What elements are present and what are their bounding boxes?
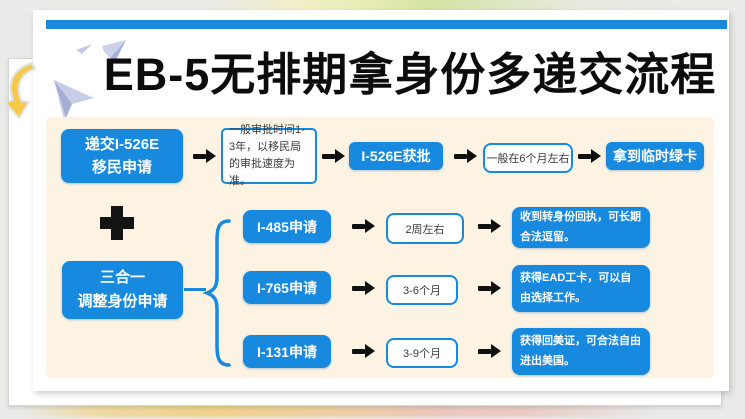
bottom-gradient-band — [22, 404, 722, 417]
arrow-icon — [578, 149, 601, 163]
arrow-icon — [352, 281, 375, 295]
plus-icon — [100, 206, 134, 240]
result-box-i131: 获得回美证，可合法自由进出美国。 — [512, 328, 650, 375]
duration-box-i131: 3-9个月 — [386, 338, 458, 368]
page-title: EB-5无排期拿身份多递交流程 — [103, 49, 717, 100]
top-accent-bar — [46, 20, 727, 29]
arrow-icon — [352, 219, 375, 233]
duration-box-i485: 2周左右 — [386, 213, 464, 244]
flow-step-i526e-approved: I-526E获批 — [349, 142, 443, 170]
application-box-i131: I-131申请 — [243, 335, 331, 368]
arrow-icon — [454, 149, 477, 163]
duration-box-i765: 3-6个月 — [386, 275, 458, 305]
note-approval-time: 一般审批时间1-3年，以移民局的审批速度为准。 — [221, 124, 317, 187]
arrow-icon — [478, 281, 501, 295]
paper-plane-icon — [54, 40, 126, 120]
combo-source-box: 三合一 调整身份申请 — [62, 261, 183, 319]
arrow-icon — [478, 344, 501, 358]
application-box-i485: I-485申请 — [243, 210, 331, 243]
note-six-months: 一般在6个月左右 — [483, 143, 573, 173]
result-box-i765: 获得EAD工卡，可以自由选择工作。 — [512, 265, 650, 312]
arrow-icon — [193, 149, 216, 163]
flow-step-submit-i526e: 递交I-526E 移民申请 — [61, 129, 183, 183]
top-gradient-band — [0, 0, 745, 13]
curved-arrow-icon — [4, 62, 36, 119]
arrow-icon — [478, 219, 501, 233]
brace-connector-line — [184, 288, 206, 291]
application-box-i765: I-765申请 — [243, 271, 331, 304]
flow-step-temp-green-card: 拿到临时绿卡 — [606, 142, 704, 170]
curly-brace — [203, 219, 231, 367]
arrow-icon — [352, 344, 375, 358]
arrow-icon — [322, 149, 345, 163]
result-box-i485: 收到转身份回执，可长期合法逗留。 — [512, 207, 650, 248]
